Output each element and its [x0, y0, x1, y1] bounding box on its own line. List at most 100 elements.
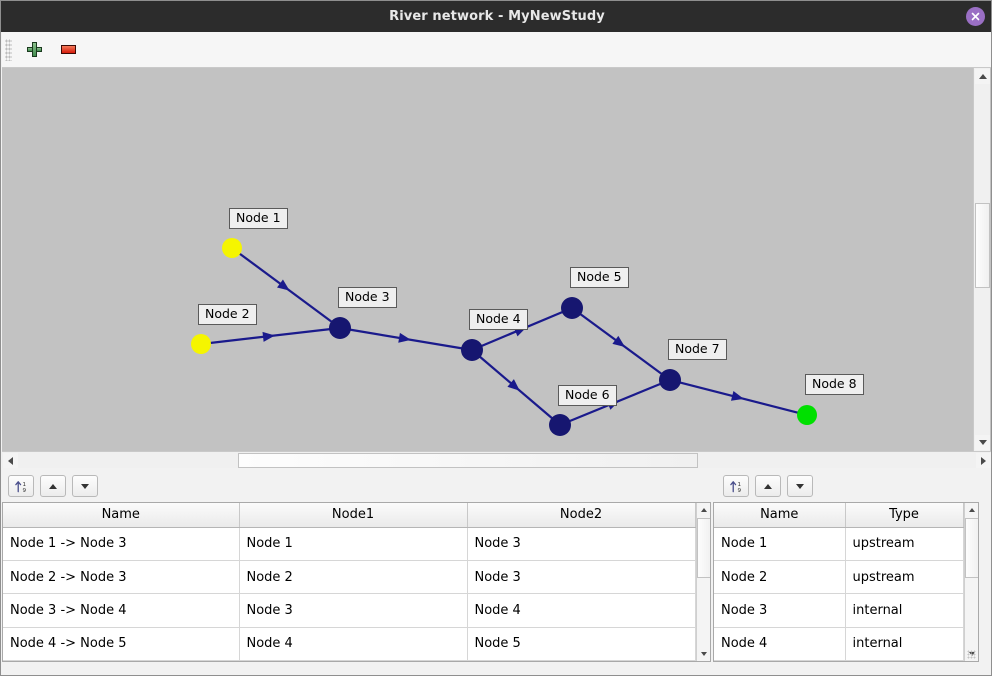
table-cell[interactable]: Node 3 -> Node 4 — [3, 593, 240, 628]
nodes-sort-button[interactable]: 1 9 — [723, 475, 749, 497]
node-node5[interactable] — [561, 297, 583, 319]
canvas-hscroll-thumb[interactable] — [238, 453, 698, 468]
add-node-button[interactable] — [20, 36, 48, 64]
reaches-table-scrollbar[interactable] — [695, 503, 710, 661]
table-cell[interactable]: Node 2 — [239, 560, 468, 595]
node-label-node7[interactable]: Node 7 — [668, 339, 727, 360]
resize-grip[interactable] — [967, 650, 976, 659]
nodes-column-header-1[interactable]: Type — [845, 503, 964, 528]
table-cell[interactable]: Node 3 — [467, 560, 696, 595]
reaches-scroll-thumb[interactable] — [696, 518, 710, 578]
arrowhead-icon — [276, 279, 290, 291]
table-cell[interactable]: Node 1 -> Node 3 — [3, 527, 240, 561]
reaches-scroll-down-button[interactable] — [696, 647, 710, 661]
reaches-move-up-button[interactable] — [40, 475, 66, 497]
triangle-up-icon — [49, 483, 57, 489]
nodes-table-scrollbar[interactable] — [963, 503, 978, 661]
node-label-node1[interactable]: Node 1 — [229, 208, 288, 229]
table-cell[interactable]: Node 3 — [467, 527, 696, 561]
table-cell[interactable]: upstream — [845, 527, 964, 561]
edge-layer — [209, 252, 799, 423]
table-cell[interactable]: internal — [845, 627, 964, 661]
table-cell[interactable]: Node 2 — [714, 560, 846, 595]
table-cell[interactable]: Node 2 -> Node 3 — [3, 560, 240, 595]
table-cell[interactable]: Node 3 — [239, 593, 468, 628]
network-canvas[interactable]: Node 1 Node 2 Node 3 Node 4 Node 5 Node 6 Node… — [2, 68, 991, 451]
chevron-down-icon — [978, 440, 987, 445]
reaches-column-header-1[interactable]: Node1 — [239, 503, 468, 528]
chevron-left-icon — [8, 456, 13, 465]
svg-text:9: 9 — [737, 488, 741, 494]
nodes-move-up-button[interactable] — [755, 475, 781, 497]
table-cell[interactable]: Node 1 — [239, 527, 468, 561]
node-label-node2[interactable]: Node 2 — [198, 304, 257, 325]
nodes-scroll-thumb[interactable] — [964, 518, 978, 578]
canvas-vscroll-thumb[interactable] — [975, 203, 990, 288]
nodes-column-header-0[interactable]: Name — [714, 503, 846, 528]
scroll-down-button[interactable] — [975, 435, 990, 450]
arrowhead-icon — [507, 379, 520, 391]
chevron-up-icon — [978, 74, 987, 79]
node-node1[interactable] — [222, 238, 242, 258]
nodes-scroll-up-button[interactable] — [964, 503, 978, 517]
node-label-node3[interactable]: Node 3 — [338, 287, 397, 308]
node-label-node8[interactable]: Node 8 — [805, 374, 864, 395]
reaches-column-header-0[interactable]: Name — [3, 503, 240, 528]
scroll-up-button[interactable] — [975, 69, 990, 84]
canvas-horizontal-scrollbar[interactable] — [2, 451, 991, 468]
node-node8[interactable] — [797, 405, 817, 425]
canvas-vertical-scrollbar[interactable] — [973, 68, 990, 451]
node-label-node4[interactable]: Node 4 — [469, 309, 528, 330]
triangle-down-icon — [81, 483, 89, 489]
triangle-up-icon — [764, 483, 772, 489]
plus-icon — [26, 42, 42, 57]
node-node7[interactable] — [659, 369, 681, 391]
node-label-node5[interactable]: Node 5 — [570, 267, 629, 288]
node-node4[interactable] — [461, 339, 483, 361]
scroll-right-button[interactable] — [976, 453, 991, 468]
table-cell[interactable]: Node 4 — [714, 627, 846, 661]
table-cell[interactable]: upstream — [845, 560, 964, 595]
table-cell[interactable]: Node 4 -> Node 5 — [3, 627, 240, 661]
reaches-column-header-2[interactable]: Node2 — [467, 503, 696, 528]
table-cell[interactable]: Node 4 — [467, 593, 696, 628]
scroll-left-button[interactable] — [3, 453, 18, 468]
arrowhead-icon — [398, 332, 411, 343]
node-node2[interactable] — [191, 334, 211, 354]
table-cell[interactable]: Node 5 — [467, 627, 696, 661]
reaches-move-down-button[interactable] — [72, 475, 98, 497]
close-icon[interactable] — [966, 7, 985, 26]
arrowhead-icon — [262, 331, 275, 342]
table-cell[interactable]: internal — [845, 593, 964, 628]
node-node6[interactable] — [549, 414, 571, 436]
node-label-node6[interactable]: Node 6 — [558, 385, 617, 406]
toolbar-drag-handle[interactable] — [5, 38, 12, 61]
reaches-scroll-up-button[interactable] — [696, 503, 710, 517]
table-cell[interactable]: Node 4 — [239, 627, 468, 661]
table-cell[interactable]: Node 3 — [714, 593, 846, 628]
remove-node-button[interactable] — [54, 36, 82, 64]
node-node3[interactable] — [329, 317, 351, 339]
svg-text:1: 1 — [22, 482, 26, 488]
nodes-move-down-button[interactable] — [787, 475, 813, 497]
reaches-sort-button[interactable]: 1 9 — [8, 475, 34, 497]
table-cell[interactable]: Node 1 — [714, 527, 846, 561]
window-title: River network - MyNewStudy — [389, 9, 605, 24]
chevron-down-icon — [701, 652, 707, 656]
node-layer — [191, 238, 817, 436]
